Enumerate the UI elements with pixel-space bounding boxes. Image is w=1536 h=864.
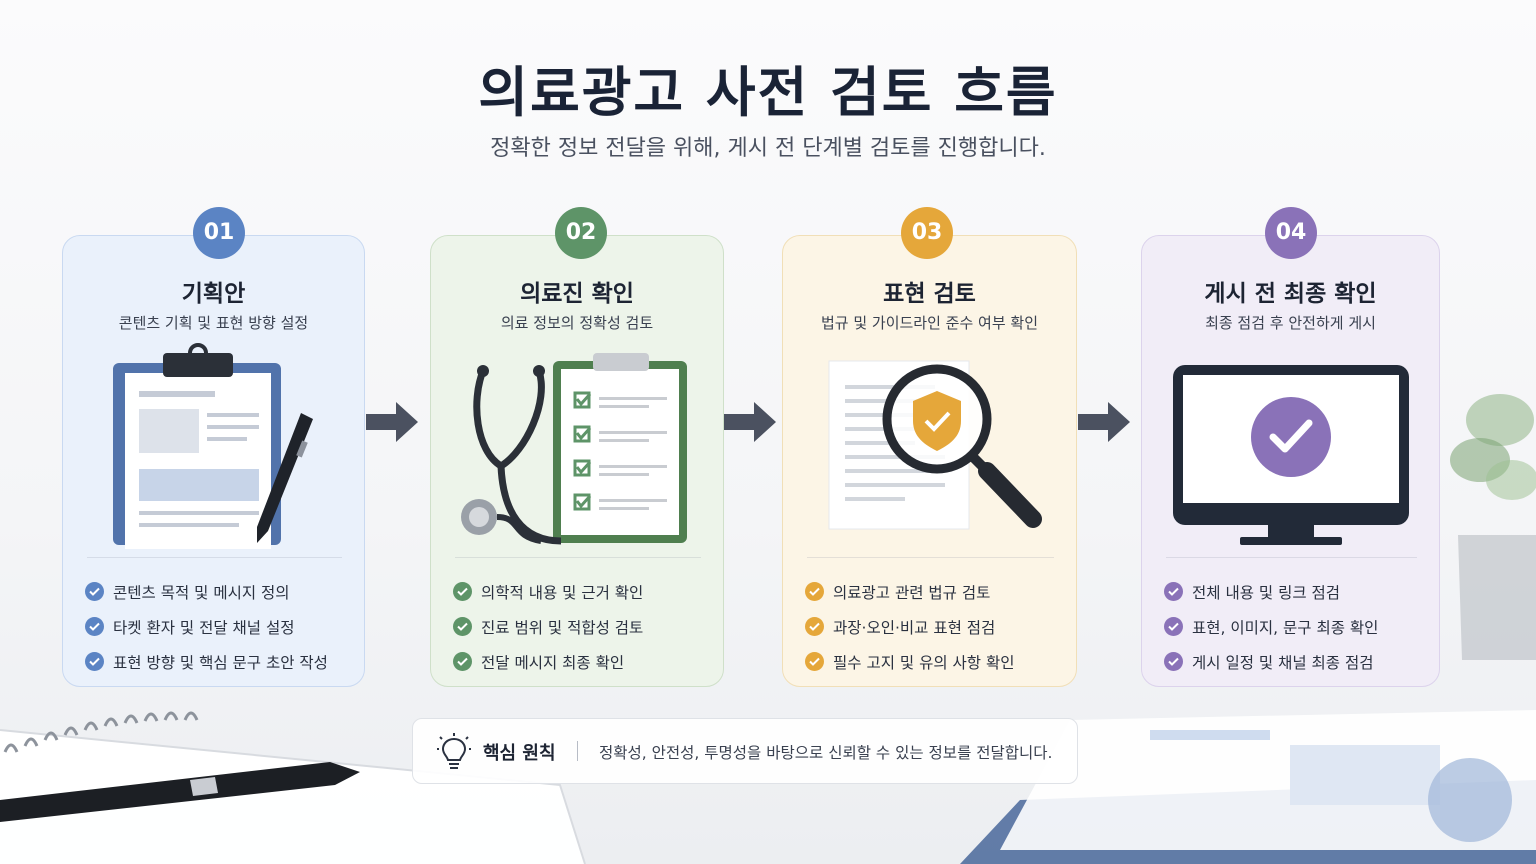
step-subtitle: 의료 정보의 정확성 검토 — [500, 314, 654, 332]
step-card-expression-review: 표현 검토 법규 및 가이드라인 준수 여부 확인 의료광고 관련 법규 검토 … — [782, 235, 1077, 687]
list-item: 콘텐츠 목적 및 메시지 정의 — [85, 574, 354, 609]
list-item: 필수 고지 및 유의 사항 확인 — [805, 644, 1066, 679]
list-item: 표현 방향 및 핵심 문구 초안 작성 — [85, 644, 354, 679]
plant-decoration — [1450, 394, 1536, 660]
step-title: 게시 전 최종 확인 — [1204, 281, 1377, 307]
check-icon — [85, 617, 104, 636]
key-principle-box: 핵심 원칙 정확성, 안전성, 투명성을 바탕으로 신뢰할 수 있는 정보를 전… — [412, 718, 1078, 784]
list-item: 전달 메시지 최종 확인 — [453, 644, 713, 679]
clipboard-pen-icon — [113, 343, 313, 549]
list-item: 표현, 이미지, 문구 최종 확인 — [1164, 609, 1429, 644]
check-icon — [1164, 582, 1183, 601]
step-card-planning: 기획안 콘텐츠 기획 및 표현 방향 설정 콘텐츠 목적 및 메시지 정의 타켓… — [62, 235, 365, 687]
check-icon — [805, 582, 824, 601]
step-number-badge: 01 — [193, 207, 245, 259]
monitor-check-icon — [1173, 365, 1409, 545]
check-icon — [1164, 652, 1183, 671]
divider — [577, 741, 578, 761]
check-icon — [1164, 617, 1183, 636]
list-item: 의료광고 관련 법규 검토 — [805, 574, 1066, 609]
step-title: 기획안 — [181, 281, 246, 307]
step-title: 의료진 확인 — [520, 281, 634, 307]
list-item: 게시 일정 및 채널 최종 점검 — [1164, 644, 1429, 679]
page-title: 의료광고 사전 검토 흐름 — [478, 61, 1058, 124]
check-icon — [85, 652, 104, 671]
step-title: 표현 검토 — [883, 281, 976, 307]
list-item: 진료 범위 및 적합성 검토 — [453, 609, 713, 644]
documents-decoration — [960, 710, 1536, 864]
step-number-badge: 03 — [901, 207, 953, 259]
check-icon — [453, 582, 472, 601]
step-subtitle: 최종 점검 후 안전하게 게시 — [1205, 314, 1376, 332]
check-icon — [453, 652, 472, 671]
check-icon — [805, 617, 824, 636]
step-card-final-check: 게시 전 최종 확인 최종 점검 후 안전하게 게시 전체 내용 및 링크 점검… — [1141, 235, 1440, 687]
step-subtitle: 콘텐츠 기획 및 표현 방향 설정 — [118, 314, 309, 332]
page-subtitle: 정확한 정보 전달을 위해, 게시 전 단계별 검토를 진행합니다. — [490, 136, 1046, 161]
arrow-right-icon — [1078, 402, 1130, 442]
check-icon — [85, 582, 104, 601]
arrow-right-icon — [366, 402, 418, 442]
notebook-pen-decoration — [0, 711, 586, 864]
principle-label: 핵심 원칙 — [483, 743, 556, 764]
step-number-badge: 04 — [1265, 207, 1317, 259]
stethoscope-checklist-icon — [461, 353, 687, 545]
list-item: 과장·오인·비교 표현 점검 — [805, 609, 1066, 644]
arrow-right-icon — [724, 402, 776, 442]
magnifier-shield-icon — [828, 360, 1042, 530]
list-item: 의학적 내용 및 근거 확인 — [453, 574, 713, 609]
step-subtitle: 법규 및 가이드라인 준수 여부 확인 — [820, 314, 1039, 332]
step-number-badge: 02 — [555, 207, 607, 259]
check-icon — [805, 652, 824, 671]
check-icon — [453, 617, 472, 636]
step-card-medical-review: 의료진 확인 의료 정보의 정확성 검토 의학적 내용 및 근거 확인 진료 범… — [430, 235, 724, 687]
list-item: 타켓 환자 및 전달 채널 설정 — [85, 609, 354, 644]
list-item: 전체 내용 및 링크 점검 — [1164, 574, 1429, 609]
principle-text: 정확성, 안전성, 투명성을 바탕으로 신뢰할 수 있는 정보를 전달합니다. — [599, 744, 1053, 762]
lightbulb-icon — [437, 733, 471, 769]
